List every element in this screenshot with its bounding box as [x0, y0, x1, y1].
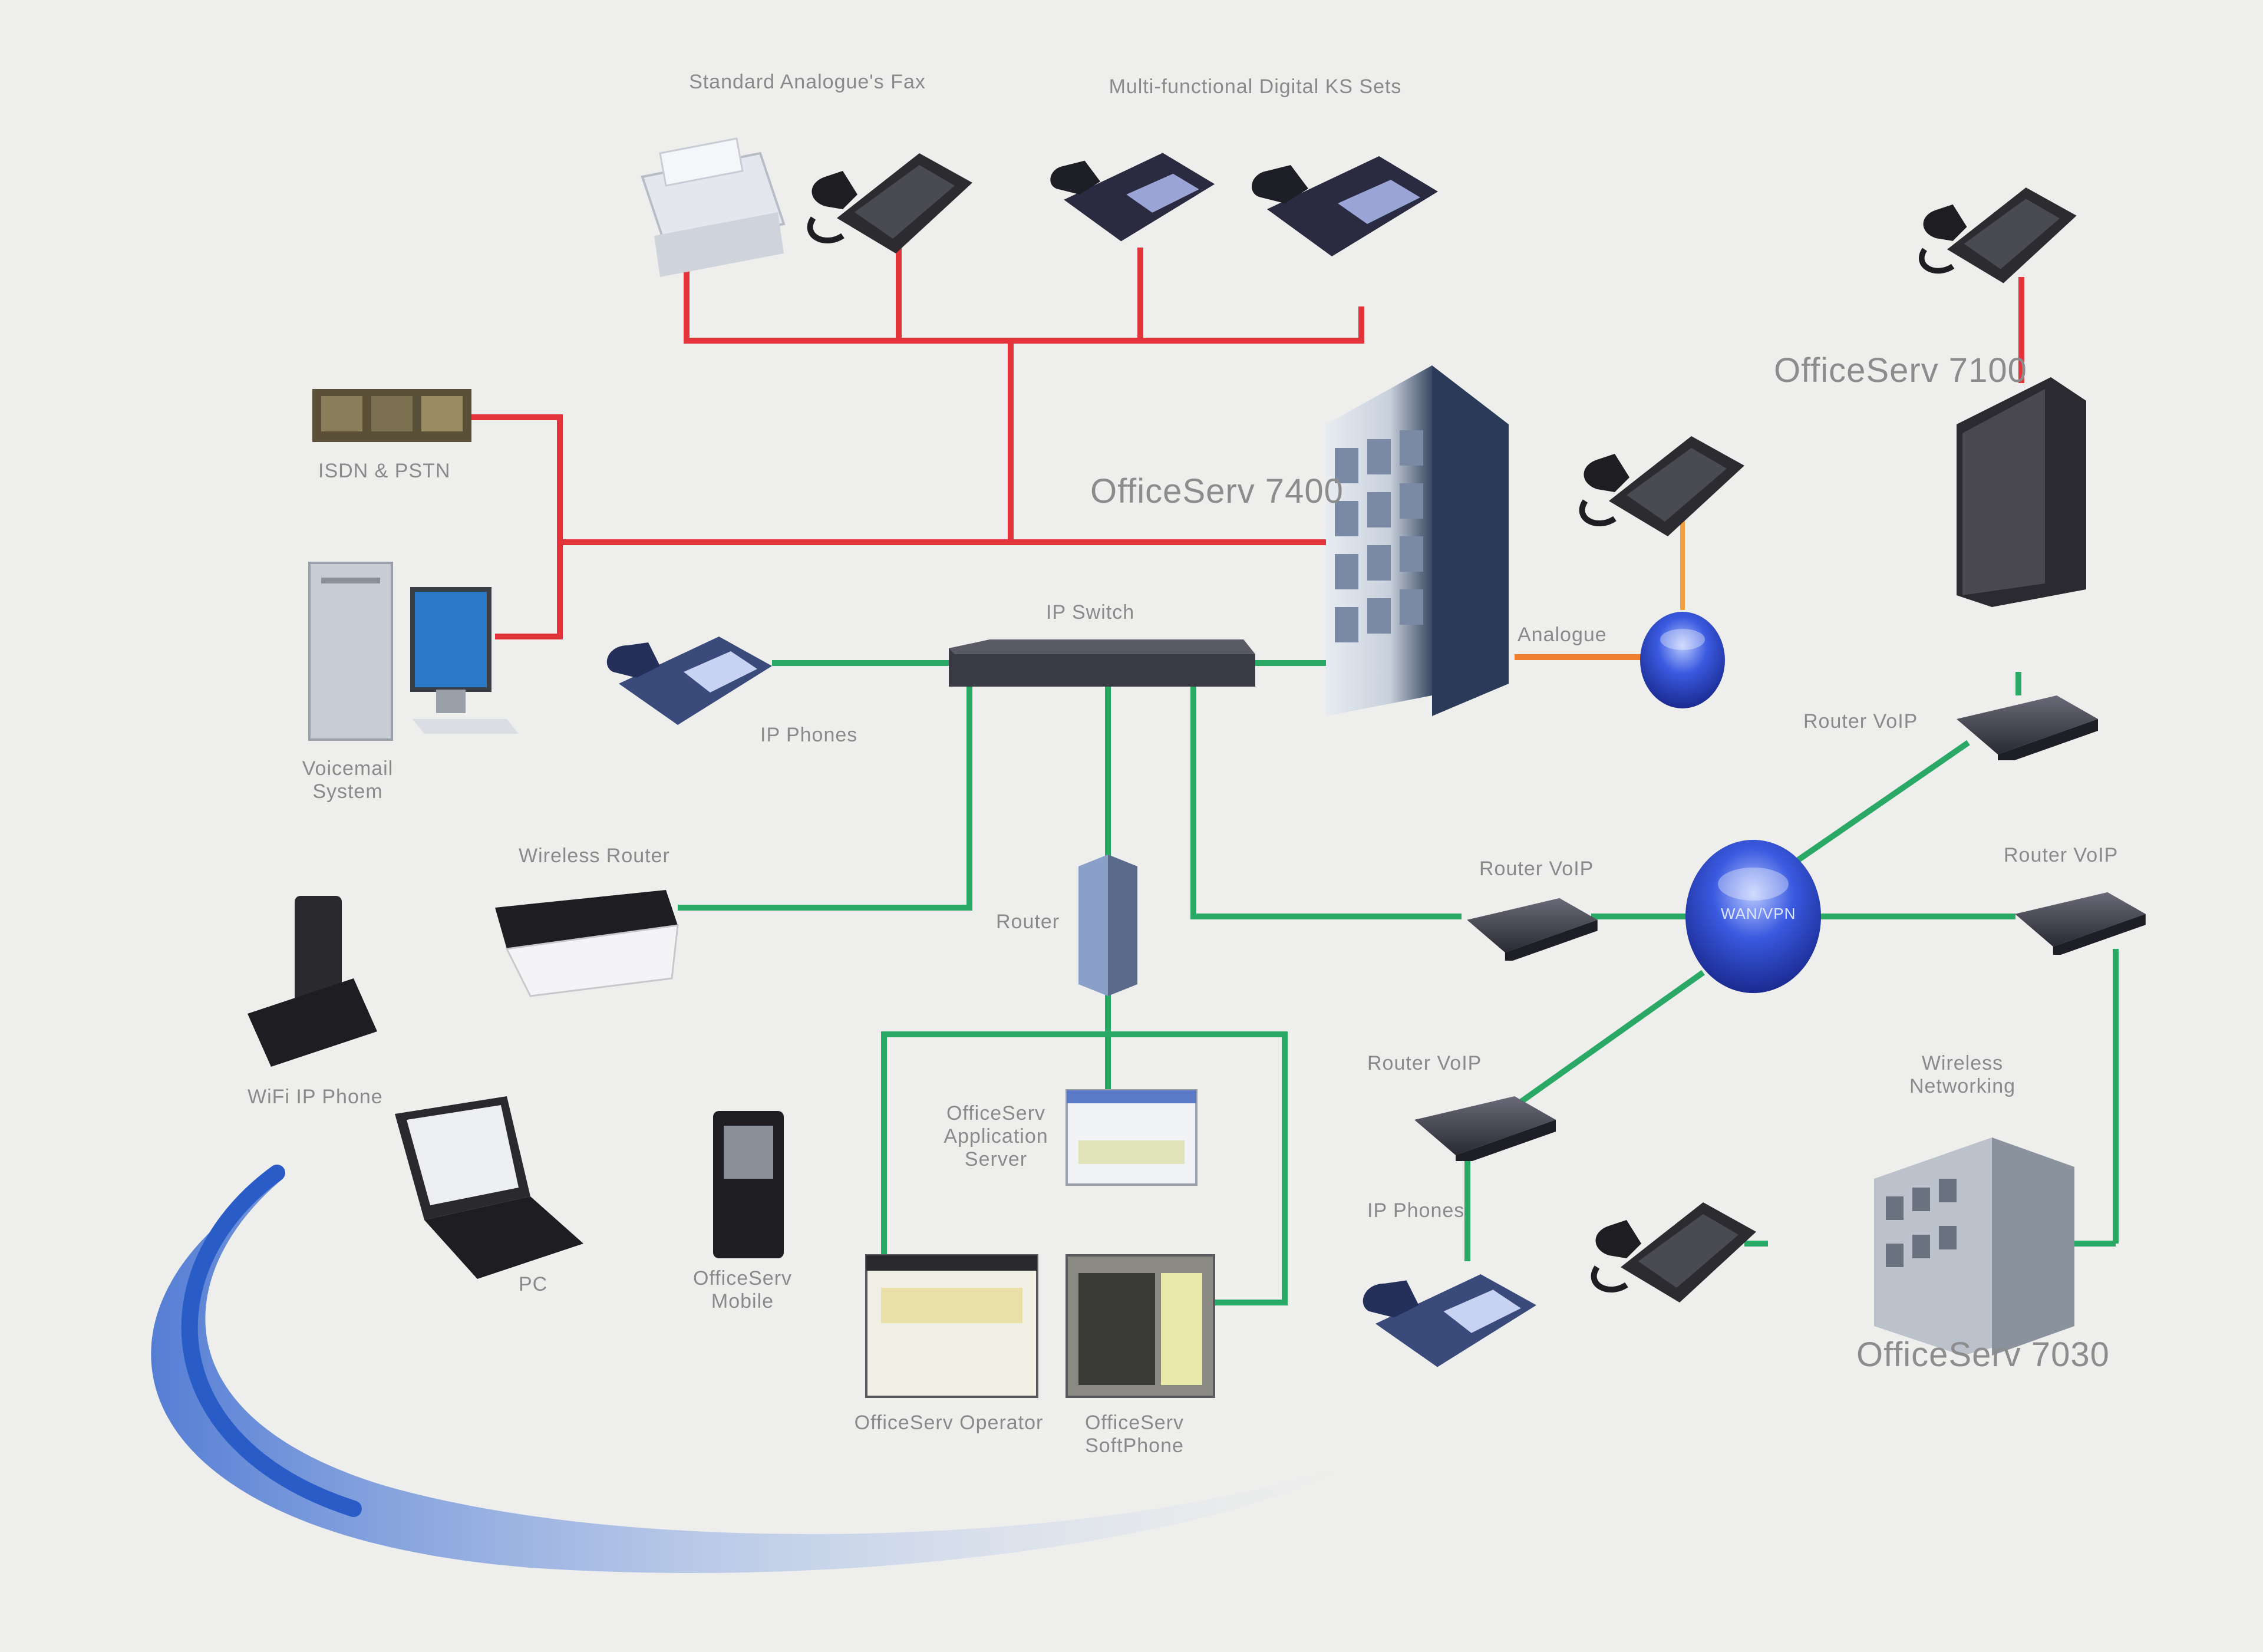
isdn-card	[312, 389, 471, 442]
wifi-ip-phone	[248, 896, 377, 1067]
label-remote-system: OfficeServ 7100	[1774, 351, 2027, 390]
top-digital-phone-2	[1252, 156, 1438, 256]
label-app-server: OfficeServ Application Server	[931, 1102, 1061, 1171]
main-pbx-tower	[1326, 365, 1509, 716]
router-voip-remote	[1957, 695, 2098, 766]
label-router-voip-4: Router VoIP	[1367, 1052, 1482, 1075]
label-softphone: OfficeServ SoftPhone	[1055, 1412, 1214, 1458]
ip-switch	[949, 639, 1255, 687]
label-operator: OfficeServ Operator	[849, 1412, 1049, 1435]
top-analog-phone	[810, 153, 972, 253]
bottom-ip-phone	[1363, 1274, 1536, 1367]
label-router-voip-1: Router VoIP	[1803, 710, 1918, 733]
app-server-screen	[1067, 1090, 1196, 1185]
router-voip-center	[1467, 898, 1598, 964]
router-voip-right	[2015, 892, 2146, 958]
label-isdn: ISDN & PSTN	[318, 460, 450, 483]
branch-analog-phone	[1594, 1202, 1756, 1303]
softphone-screen	[1067, 1255, 1214, 1397]
wireless-router	[495, 890, 678, 996]
label-ip-phone-right: IP Phones	[1367, 1199, 1464, 1222]
branch-building	[1874, 1137, 2074, 1356]
voicemail-phone	[1582, 436, 1744, 536]
label-voicemail: Voicemail System	[295, 757, 401, 803]
label-router-voip-2: Router VoIP	[1479, 858, 1594, 881]
laptop-pc	[395, 1096, 583, 1279]
mobile-phone	[713, 1111, 784, 1258]
voicemail-node	[1640, 612, 1725, 708]
label-ip-phone-left: IP Phones	[760, 724, 857, 747]
remote-analog-phone	[1922, 187, 2077, 283]
label-branch-system: OfficeServ 7030	[1856, 1335, 2110, 1374]
label-pc: PC	[519, 1273, 547, 1296]
top-fax-machine	[642, 139, 784, 277]
router-voip-bottom	[1414, 1096, 1556, 1167]
label-main-system: OfficeServ 7400	[1090, 471, 1344, 511]
router-modem	[1078, 855, 1137, 996]
label-wifi-phone: WiFi IP Phone	[248, 1086, 383, 1109]
left-ip-phone	[607, 637, 772, 725]
label-mobile: OfficeServ Mobile	[678, 1267, 807, 1313]
label-wan: WAN/VPN	[1721, 905, 1796, 923]
operator-screen	[866, 1255, 1037, 1397]
remote-pbx-unit	[1957, 377, 2086, 607]
label-top-phones: Multi-functional Digital KS Sets	[1078, 75, 1432, 98]
label-wireless-network: Wireless Networking	[1886, 1052, 2039, 1098]
voice-network-lines	[471, 248, 2021, 637]
label-analogue: Analogue	[1518, 624, 1607, 647]
voicemail-pc	[309, 563, 519, 740]
label-top-fax: Standard Analogue's Fax	[666, 71, 949, 94]
label-wireless-router: Wireless Router	[519, 845, 670, 868]
top-digital-phone-1	[1050, 153, 1215, 241]
label-ip-switch: IP Switch	[1046, 601, 1134, 624]
label-router-voip-3: Router VoIP	[2004, 844, 2118, 867]
label-router: Router	[996, 911, 1060, 934]
